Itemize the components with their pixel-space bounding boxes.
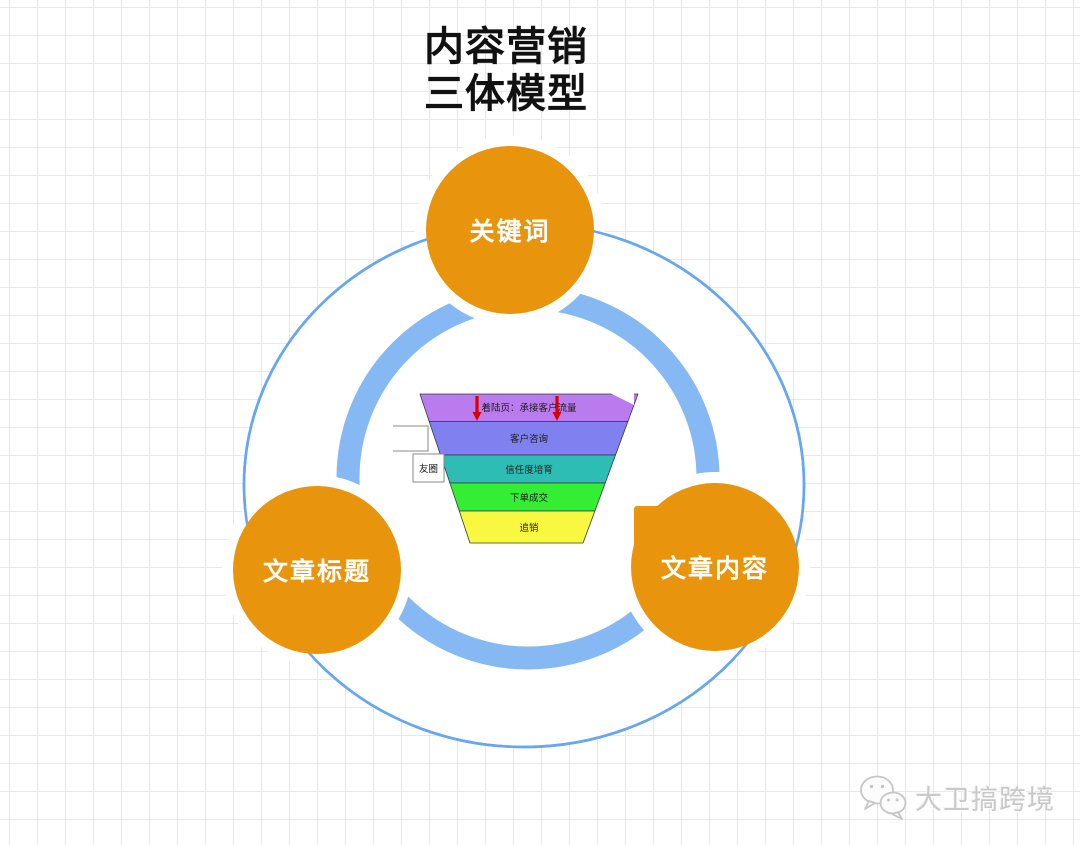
watermark-text: 大卫搞跨境 (915, 784, 1055, 815)
node-article-title: 文章标题 (233, 486, 401, 654)
page-title: 内容营销 三体模型 (346, 24, 666, 118)
side-label-box-text: 友圈 (419, 463, 438, 475)
wechat-icon (860, 775, 907, 820)
side-label-box-empty (393, 425, 429, 452)
node-article-content-label: 文章内容 (660, 555, 769, 583)
watermark: 大卫搞跨境 (858, 772, 1055, 822)
funnel-layer-label: 客户咨询 (510, 433, 548, 445)
funnel-layer-5 (458, 510, 596, 544)
node-article-content: 文章内容 (631, 483, 799, 651)
node-article-title-label: 文章标题 (262, 558, 371, 586)
funnel-layer-label: 追销 (519, 522, 539, 534)
funnel-layer-label: 下单成交 (510, 492, 549, 504)
down-arrow-icon (552, 396, 562, 421)
side-label-box (412, 453, 445, 483)
down-arrow-icon (472, 396, 482, 421)
node-keyword-label: 关键词 (469, 218, 551, 246)
funnel-layer-label: 信任度培育 (505, 464, 553, 476)
funnel-image: 着陆页：承接客户流量 客户咨询 信任度培育 下单成交 追销 友圈 (393, 385, 651, 553)
funnel-layer-label: 着陆页：承接客户流量 (481, 402, 577, 414)
page-title-line1: 内容营销 (424, 25, 588, 69)
node-keyword: 关键词 (426, 146, 594, 314)
page-title-line2: 三体模型 (424, 72, 588, 116)
funnel-corner-notch (606, 391, 634, 405)
